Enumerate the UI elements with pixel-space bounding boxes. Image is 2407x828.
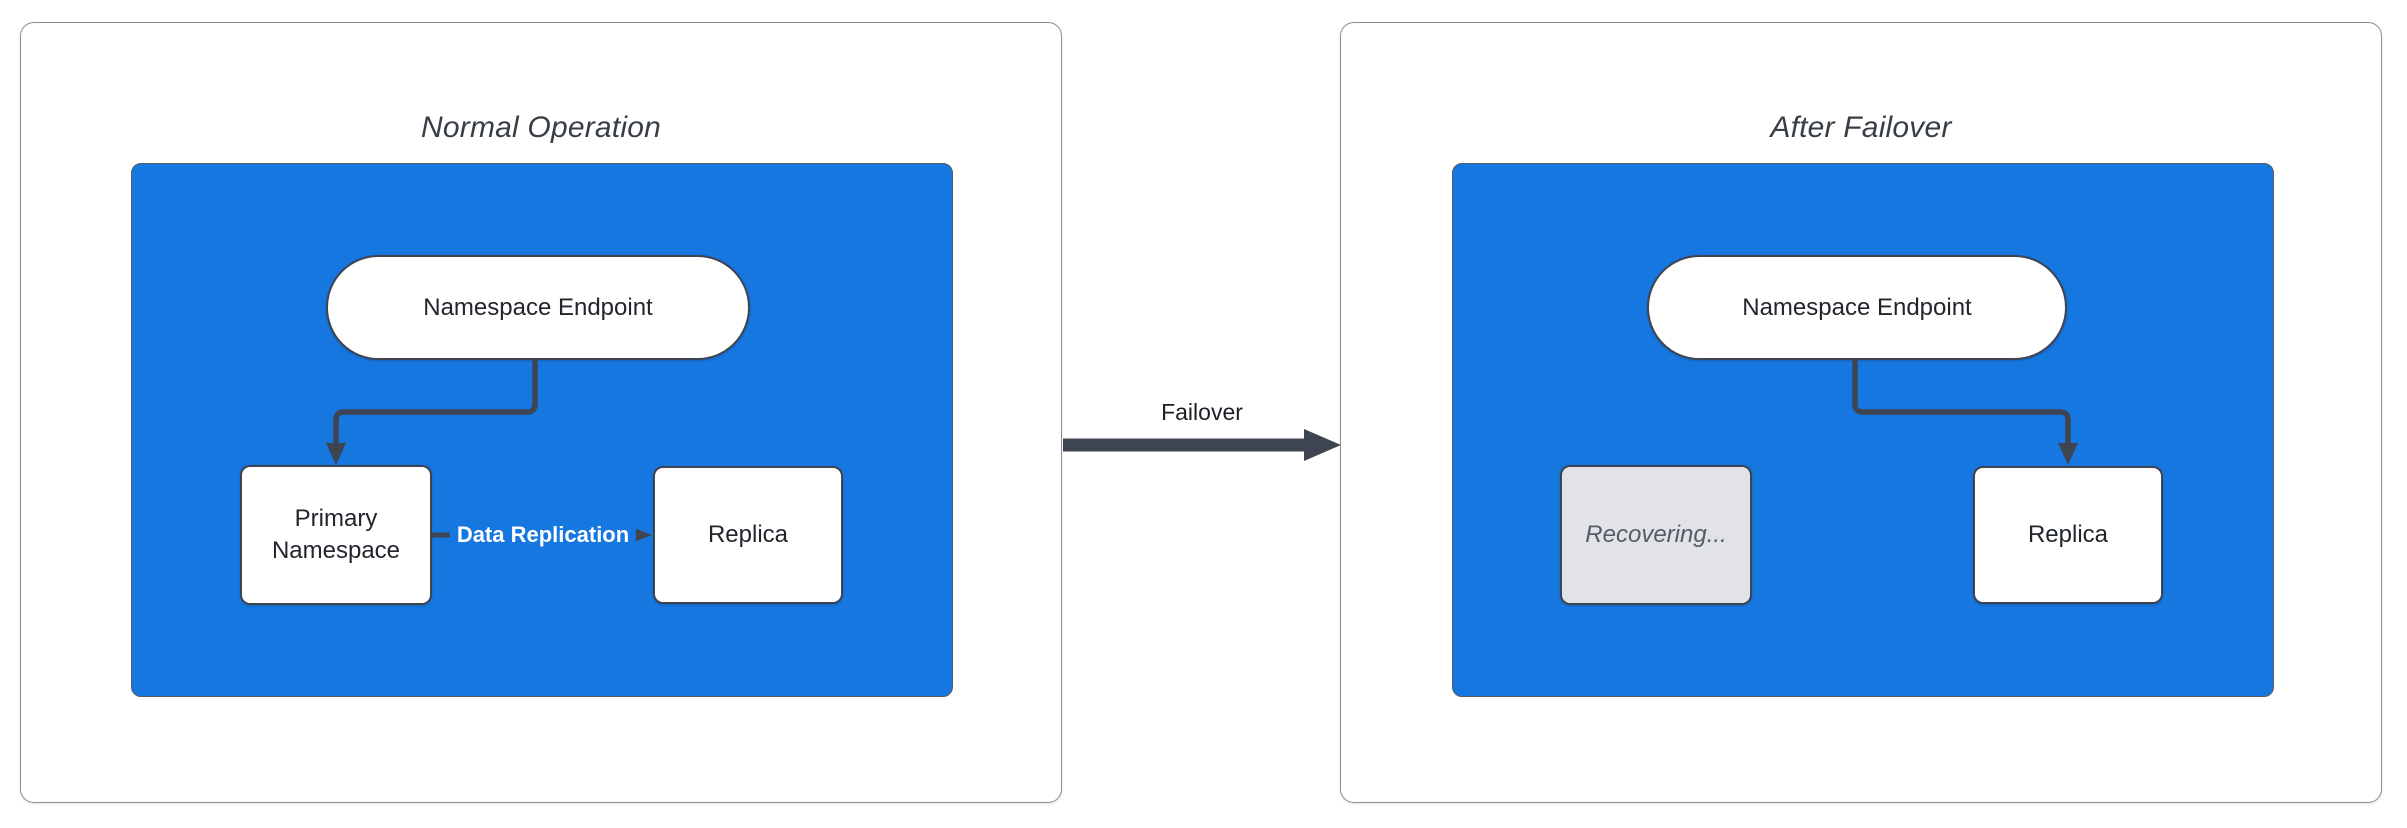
node-label: Recovering... bbox=[1585, 521, 1727, 549]
node-replica-after: Replica bbox=[1973, 466, 2163, 604]
node-label: Primary Namespace bbox=[271, 505, 401, 564]
node-replica-normal: Replica bbox=[653, 466, 843, 604]
panel-title-normal-operation: Normal Operation bbox=[421, 111, 661, 144]
arrowhead-failover bbox=[1304, 429, 1341, 461]
node-label: Namespace Endpoint bbox=[423, 293, 653, 321]
edge-label-data-replication: Data Replication bbox=[449, 519, 637, 551]
edge-label-failover: Failover bbox=[1161, 399, 1243, 425]
connector-failover-transition bbox=[1063, 429, 1341, 461]
node-label: Namespace Endpoint bbox=[1742, 293, 1972, 321]
node-namespace-endpoint-normal: Namespace Endpoint bbox=[326, 255, 750, 360]
cluster-normal-operation bbox=[131, 163, 953, 697]
node-primary-namespace: Primary Namespace bbox=[240, 465, 432, 605]
node-label: Replica bbox=[707, 521, 789, 549]
node-label: Replica bbox=[2027, 521, 2109, 549]
node-namespace-endpoint-after: Namespace Endpoint bbox=[1647, 255, 2067, 360]
cluster-after-failover bbox=[1452, 163, 2274, 697]
node-recovering: Recovering... bbox=[1560, 465, 1752, 605]
panel-title-after-failover: After Failover bbox=[1770, 111, 1952, 144]
